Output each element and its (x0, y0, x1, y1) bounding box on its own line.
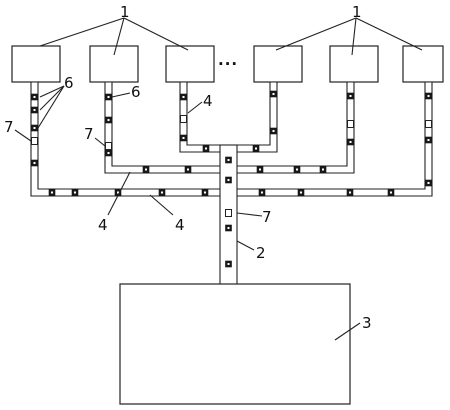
leader-branch-b (107, 171, 131, 216)
sensor-marker (425, 179, 432, 187)
sensor-marker (31, 93, 38, 101)
unit-box-2 (89, 45, 139, 83)
sensor-label-left: 6 (64, 74, 74, 92)
unit-box-1 (11, 45, 61, 83)
sensor-marker (31, 124, 38, 132)
valve-label-mid: 7 (84, 125, 94, 143)
sensor-marker (201, 189, 209, 196)
sensor-marker (347, 92, 354, 100)
sensor-layer (31, 90, 432, 268)
sensor-marker (105, 93, 112, 101)
sensor-marker (387, 189, 395, 196)
sensor-marker (256, 166, 264, 173)
leader-valve-c (236, 212, 263, 217)
sensor-marker (105, 116, 112, 124)
sensor-label-mid: 6 (131, 83, 141, 101)
valve-marker (347, 120, 354, 128)
leader-lines (14, 17, 423, 341)
leader-valve-b (94, 137, 106, 147)
sensor-marker (270, 90, 277, 98)
sensor-marker (225, 260, 232, 268)
sensor-marker (180, 93, 187, 101)
leader-valve-a (14, 129, 32, 142)
sensor-marker (425, 92, 432, 100)
sensor-marker (346, 189, 354, 196)
pipe-network (30, 81, 433, 286)
sensor-marker (425, 136, 432, 144)
main-container-box (119, 283, 351, 405)
trunk-label: 2 (256, 244, 266, 262)
outer-branch-pipe (30, 81, 433, 197)
valve-marker (225, 209, 232, 217)
branch-label-top: 4 (203, 92, 213, 110)
leader-unit-left-1 (39, 17, 125, 47)
leader-sensor-c (37, 85, 65, 129)
sensor-marker (319, 166, 327, 173)
sensor-marker (142, 166, 150, 173)
sensor-marker (347, 138, 354, 146)
valve-layer (31, 115, 432, 217)
sensor-marker (297, 189, 305, 196)
leader-sensor-b (39, 85, 65, 111)
sensor-marker (225, 224, 232, 232)
branch-label-bottom-right: 4 (175, 216, 185, 234)
unit-label-right: 1 (352, 3, 362, 21)
sensor-marker (180, 134, 187, 142)
label-texts: 1 1 ··· 6 6 4 7 7 4 4 7 2 3 (4, 3, 372, 332)
valve-label-left: 7 (4, 118, 14, 136)
branch-label-bottom-left: 4 (98, 216, 108, 234)
leader-unit-left-2 (113, 17, 125, 56)
unit-label-left: 1 (120, 3, 130, 21)
unit-box-4 (253, 45, 303, 83)
leader-sensor-d (111, 92, 131, 98)
valve-marker (31, 137, 38, 145)
sensor-marker (31, 159, 38, 167)
leader-unit-right-1 (275, 17, 357, 51)
sensor-marker (293, 166, 301, 173)
sensor-marker (31, 106, 38, 114)
sensor-marker (252, 145, 260, 152)
leader-trunk (236, 240, 255, 251)
unit-box-5 (329, 45, 379, 83)
sensor-marker (258, 189, 266, 196)
leader-unit-right-2 (351, 17, 357, 56)
sensor-marker (48, 189, 56, 196)
leader-branch-a (187, 101, 203, 114)
leader-container (334, 322, 361, 341)
unit-ellipsis: ··· (218, 55, 238, 73)
sensor-marker (71, 189, 79, 196)
inner-branch-pipe (179, 81, 278, 153)
sensor-marker (105, 149, 112, 157)
container-label: 3 (362, 314, 372, 332)
unit-box-6 (402, 45, 444, 83)
sensor-marker (270, 127, 277, 135)
sensor-marker (158, 189, 166, 196)
sensor-marker (202, 145, 210, 152)
sensor-marker (225, 176, 232, 184)
sensor-marker (225, 156, 232, 164)
valve-marker (425, 120, 432, 128)
valve-label-trunk: 7 (262, 208, 272, 226)
leader-branch-c (149, 194, 174, 216)
leader-unit-left-3 (123, 17, 189, 51)
sensor-marker (184, 166, 192, 173)
top-units (11, 45, 444, 83)
middle-branch-pipe (104, 81, 355, 174)
leader-unit-right-3 (355, 17, 423, 51)
valve-marker (105, 142, 112, 150)
unit-box-3 (165, 45, 215, 83)
leader-sensor-a (39, 85, 65, 98)
valve-marker (180, 115, 187, 123)
